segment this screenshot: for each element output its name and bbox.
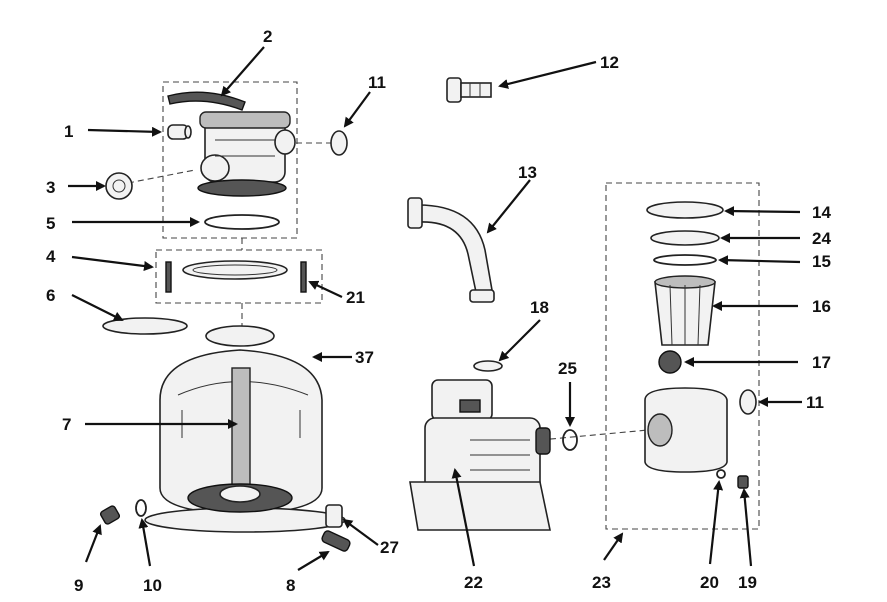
label-17: 17 (812, 353, 831, 372)
label-21: 21 (346, 288, 365, 307)
leader-6 (71, 294, 124, 321)
label-25: 25 (558, 359, 577, 378)
pump-housing-group-box (605, 182, 760, 530)
label-11: 11 (368, 73, 386, 92)
leader-21 (308, 280, 343, 298)
leader-15 (718, 255, 801, 266)
leader-12 (498, 60, 597, 89)
hose-connector (446, 77, 492, 103)
leader-23 (603, 532, 624, 561)
leader-14 (724, 206, 801, 217)
label-16: 16 (812, 297, 831, 316)
drain-plug-assembly (99, 499, 351, 552)
leader-4 (71, 255, 154, 271)
leader-13 (486, 179, 531, 234)
laterals-assembly (187, 367, 293, 513)
part-labels: 1 2 3 4 5 6 7 8 9 10 11 11 12 13 14 15 1… (46, 27, 831, 595)
leader-27 (342, 518, 379, 546)
label-10: 10 (143, 576, 162, 595)
label-22: 22 (464, 573, 483, 592)
leader-18 (498, 319, 541, 362)
leader-9 (84, 524, 102, 563)
flange-clamp (165, 260, 307, 293)
label-37: 37 (355, 348, 374, 367)
pump-housing (330, 130, 757, 489)
label-18: 18 (530, 298, 549, 317)
drain-cap (105, 172, 133, 200)
multiport-valve (167, 91, 296, 197)
leader-8 (297, 550, 330, 571)
label-19: 19 (738, 573, 757, 592)
label-7: 7 (62, 415, 71, 434)
elbow-hose (407, 197, 495, 303)
leader-22 (451, 468, 476, 567)
label-27: 27 (380, 538, 399, 557)
pressure-gauge (167, 124, 192, 140)
label-20: 20 (700, 573, 719, 592)
leader-lines (68, 46, 802, 571)
label-14: 14 (812, 203, 831, 222)
pump-motor (409, 379, 551, 531)
leader-10 (138, 518, 152, 567)
label-8: 8 (286, 576, 295, 595)
label-23: 23 (592, 573, 611, 592)
label-4: 4 (46, 247, 56, 266)
pump-o-ring (562, 429, 578, 451)
label-5: 5 (46, 214, 55, 233)
leader-11a (343, 91, 371, 128)
leader-2 (220, 46, 265, 97)
diffuser-plate (102, 317, 188, 335)
leader-19 (739, 488, 753, 567)
leader-1 (87, 126, 162, 137)
label-24: 24 (812, 229, 831, 248)
clamp-group-box (155, 249, 323, 304)
valve-group-box (162, 81, 298, 239)
label-1: 1 (64, 122, 73, 141)
label-3: 3 (46, 178, 55, 197)
strainer-stack (646, 201, 724, 374)
label-2: 2 (263, 27, 272, 46)
valve-o-ring (204, 214, 280, 230)
label-11b: 11 (806, 393, 824, 412)
label-9: 9 (74, 576, 83, 595)
label-13: 13 (518, 163, 537, 182)
label-12: 12 (600, 53, 619, 72)
leader-20 (708, 480, 724, 565)
vent-cap (473, 360, 503, 372)
label-6: 6 (46, 286, 55, 305)
label-15: 15 (812, 252, 831, 271)
